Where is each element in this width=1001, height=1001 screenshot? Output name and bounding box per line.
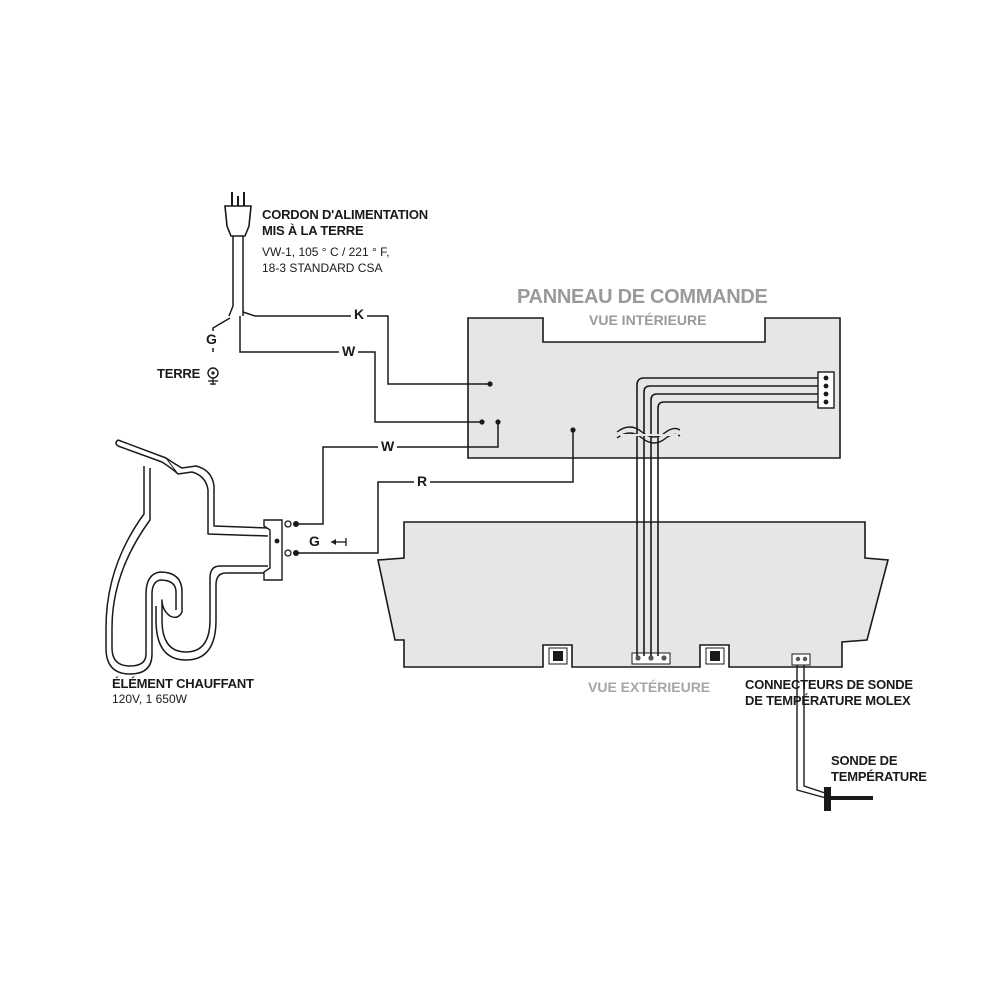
power-cord-title: CORDON D'ALIMENTATION bbox=[262, 207, 428, 222]
terminal-w-element bbox=[495, 419, 501, 425]
ground-label: TERRE bbox=[157, 366, 201, 381]
ribbon-cable bbox=[636, 377, 820, 656]
wire-label-w-supply: W bbox=[339, 343, 359, 360]
wire-w-element bbox=[296, 422, 499, 525]
wire-w-supply bbox=[239, 316, 482, 423]
power-cord-spec-1: VW-1, 105 ° C / 221 ° F, bbox=[262, 245, 390, 259]
terminal-w-supply bbox=[479, 419, 485, 425]
terminal-r bbox=[570, 427, 576, 433]
exterior-view-label: VUE EXTÉRIEURE bbox=[588, 679, 711, 695]
probe-cable bbox=[796, 665, 829, 799]
terminal-k bbox=[487, 381, 493, 387]
heating-element-title: ÉLÉMENT CHAUFFANT bbox=[112, 676, 254, 691]
ground-letter: G bbox=[203, 331, 220, 348]
wire-label-k: K bbox=[351, 306, 368, 323]
temperature-probe-subtitle: TEMPÉRATURE bbox=[831, 769, 927, 784]
control-panel-title: PANNEAU DE COMMANDE bbox=[517, 286, 768, 308]
wire-k bbox=[242, 311, 490, 385]
temperature-probe-icon bbox=[824, 787, 873, 811]
control-panel-exterior-view bbox=[377, 521, 890, 668]
ground-symbol-icon bbox=[207, 367, 219, 385]
power-plug-icon bbox=[224, 192, 252, 237]
control-panel-interior-view bbox=[467, 317, 841, 459]
power-cord-subtitle: MIS À LA TERRE bbox=[262, 223, 364, 238]
temperature-probe-title: SONDE DE bbox=[831, 753, 898, 768]
power-cord bbox=[228, 236, 244, 317]
wire-label-g-element: G bbox=[306, 533, 323, 550]
exterior-port-right bbox=[705, 647, 725, 665]
wire-label-w-element: W bbox=[378, 438, 398, 455]
exterior-port-left bbox=[548, 647, 568, 665]
molex-probe-connector bbox=[791, 653, 811, 666]
panel-ribbon-connector bbox=[817, 371, 835, 409]
wire-r bbox=[296, 430, 574, 554]
ground-arrow-icon bbox=[331, 538, 347, 546]
wire-label-r: R bbox=[414, 473, 431, 490]
probe-connectors-subtitle: DE TEMPÉRATURE MOLEX bbox=[745, 693, 911, 708]
element-terminal-block bbox=[263, 519, 299, 581]
heating-element bbox=[105, 439, 269, 675]
probe-connectors-title: CONNECTEURS DE SONDE bbox=[745, 677, 913, 692]
heating-element-spec: 120V, 1 650W bbox=[112, 692, 187, 706]
power-cord-spec-2: 18-3 STANDARD CSA bbox=[262, 261, 383, 275]
interior-view-label: VUE INTÉRIEURE bbox=[589, 312, 707, 328]
